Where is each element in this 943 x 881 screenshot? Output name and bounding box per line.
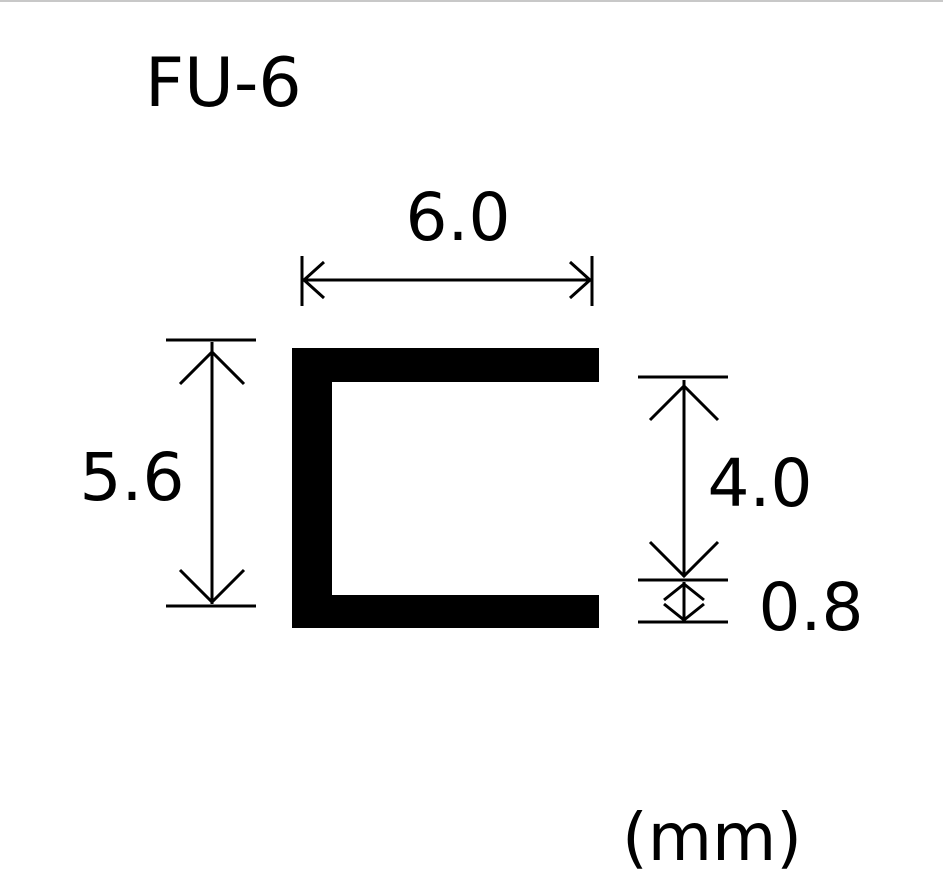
thickness-arrow-bottom <box>663 602 705 622</box>
thickness-arrow-top <box>663 582 705 602</box>
height-dimension <box>166 338 256 608</box>
width-dimension <box>300 256 594 306</box>
units-label: (mm) <box>622 799 802 876</box>
height-arrow-bottom <box>178 568 246 605</box>
width-arrow-left <box>301 260 326 300</box>
height-label: 5.6 <box>80 439 185 516</box>
thickness-dimension <box>638 582 728 624</box>
width-arrow-right <box>568 260 593 300</box>
thickness-label: 0.8 <box>759 569 864 646</box>
width-label: 6.0 <box>406 179 511 256</box>
height-arrow-top <box>178 349 246 386</box>
top-border <box>0 0 943 2</box>
inner-height-arrow-bottom <box>648 540 720 579</box>
inner-height-dimension <box>638 375 728 582</box>
inner-height-arrow-top <box>648 383 720 422</box>
channel-profile <box>292 348 599 628</box>
part-name: FU-6 <box>145 44 302 123</box>
inner-height-label: 4.0 <box>708 445 813 522</box>
